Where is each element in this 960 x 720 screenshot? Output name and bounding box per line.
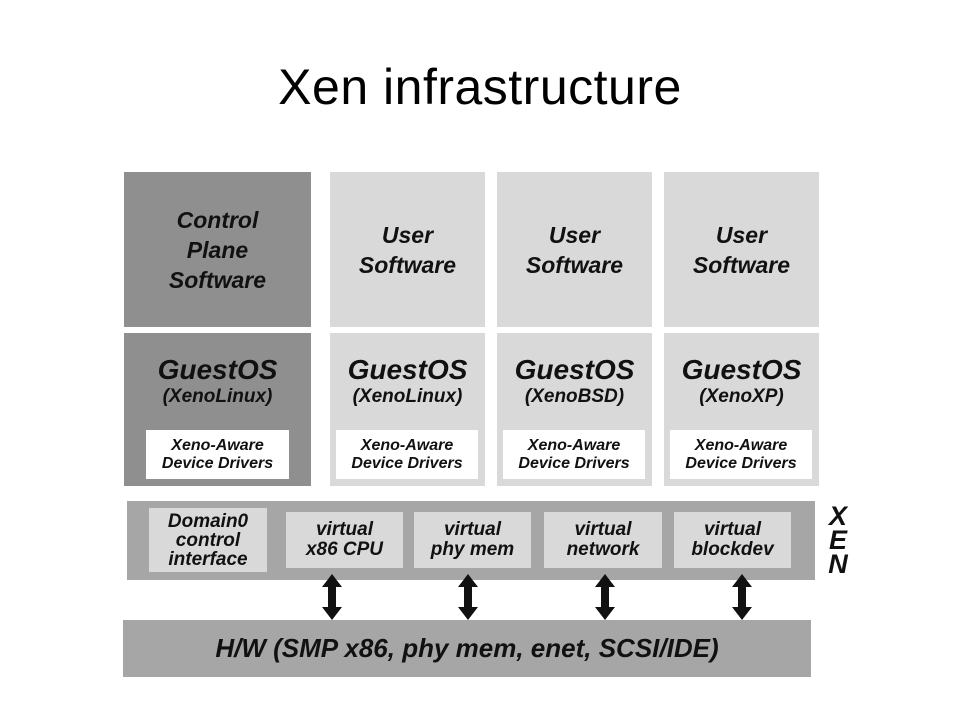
device-drivers-box: Xeno-Aware Device Drivers: [146, 430, 289, 479]
virtual-cpu-box: virtual x86 CPU: [286, 512, 403, 568]
virtual-blockdev-box: virtual blockdev: [674, 512, 791, 568]
double-arrow-icon: [322, 574, 342, 620]
control-plane-software-box: Control Plane Software: [124, 172, 311, 327]
double-arrow-icon: [595, 574, 615, 620]
guestos-variant: (XenoLinux): [352, 386, 463, 407]
guestos-variant: (XenoXP): [699, 386, 784, 407]
xen-label: X E N: [828, 501, 848, 579]
domain0-control-interface-box: Domain0 control interface: [149, 508, 267, 572]
device-drivers-box: Xeno-Aware Device Drivers: [503, 430, 645, 479]
guestos-label: GuestOS: [681, 354, 802, 385]
user-software-box-1: User Software: [330, 172, 485, 327]
guestos-box-1: GuestOS (XenoLinux) Xeno-Aware Device Dr…: [330, 333, 485, 486]
user-software-box-3: User Software: [664, 172, 819, 327]
guestos-label: GuestOS: [347, 354, 468, 385]
guestos-label: GuestOS: [514, 354, 635, 385]
device-drivers-box: Xeno-Aware Device Drivers: [336, 430, 478, 479]
guestos-box-dom0: GuestOS (XenoLinux) Xeno-Aware Device Dr…: [124, 333, 311, 486]
virtual-phy-mem-box: virtual phy mem: [414, 512, 531, 568]
slide-title: Xen infrastructure: [278, 59, 682, 115]
double-arrow-icon: [458, 574, 478, 620]
user-software-box-2: User Software: [497, 172, 652, 327]
guestos-box-3: GuestOS (XenoXP) Xeno-Aware Device Drive…: [664, 333, 819, 486]
hardware-layer: H/W (SMP x86, phy mem, enet, SCSI/IDE): [123, 620, 811, 677]
guestos-box-2: GuestOS (XenoBSD) Xeno-Aware Device Driv…: [497, 333, 652, 486]
double-arrow-icon: [732, 574, 752, 620]
guestos-label: GuestOS: [157, 354, 278, 385]
guestos-variant: (XenoBSD): [524, 386, 625, 407]
guestos-variant: (XenoLinux): [162, 386, 273, 407]
device-drivers-box: Xeno-Aware Device Drivers: [670, 430, 812, 479]
virtual-network-box: virtual network: [544, 512, 662, 568]
